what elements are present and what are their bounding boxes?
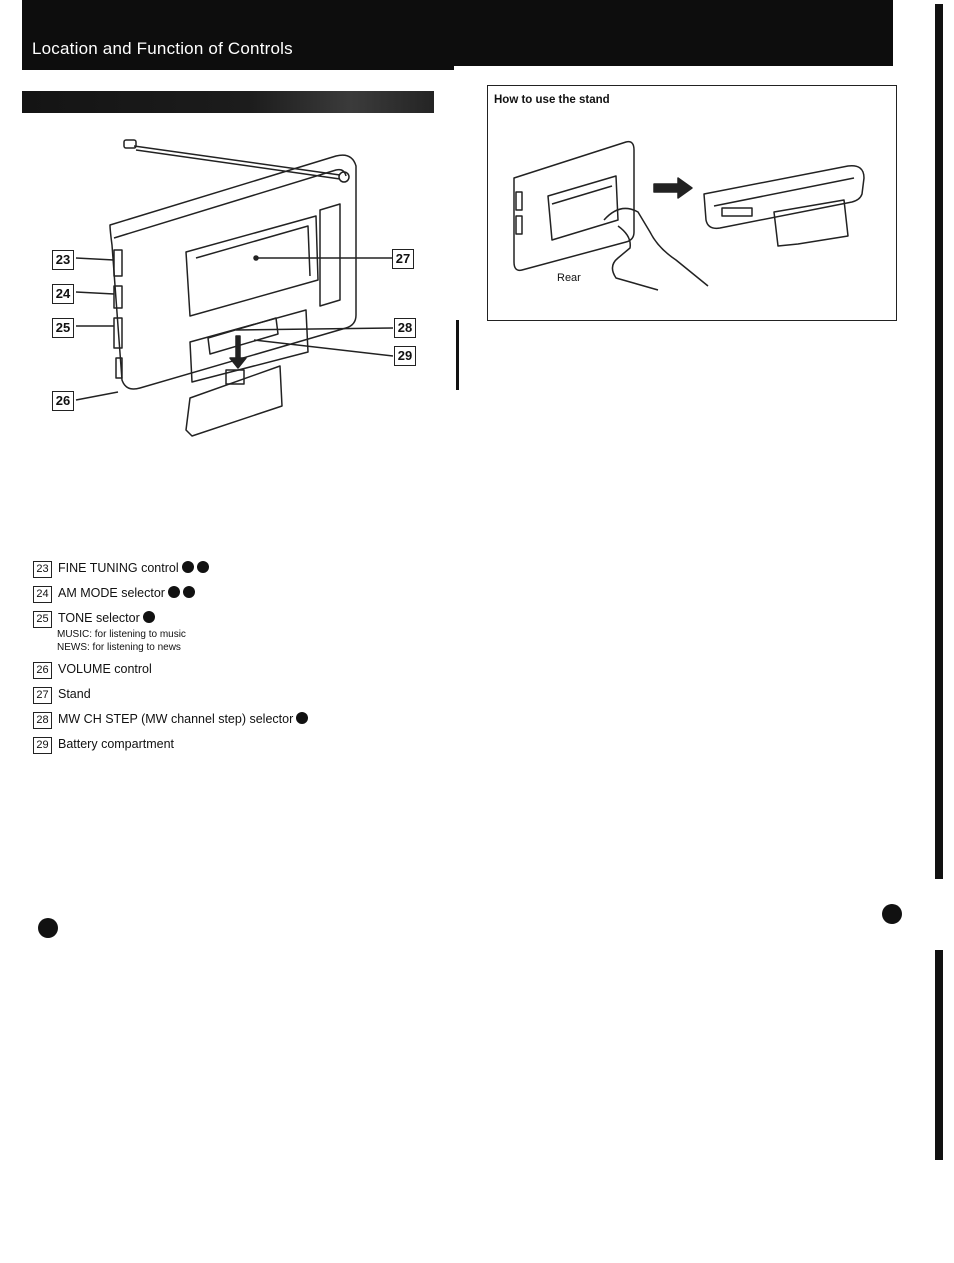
stand-usage-box: How to use the stand Rear: [487, 85, 897, 321]
legend-label: Stand: [58, 687, 91, 701]
legend-item-24: 24 AM MODE selector: [33, 585, 453, 603]
page-edge-mark: [935, 4, 943, 879]
legend-number: 23: [33, 561, 52, 578]
legend-number: 27: [33, 687, 52, 704]
page-title: Location and Function of Controls: [32, 39, 293, 58]
callout-24: 24: [52, 284, 74, 304]
legend-item-23: 23 FINE TUNING control: [33, 560, 453, 578]
legend-label: Battery compartment: [58, 737, 175, 751]
section-header-bar: [22, 91, 434, 113]
page-marker-dot: [882, 904, 902, 924]
rear-label: Rear: [557, 272, 581, 284]
callout-29: 29: [394, 346, 416, 366]
legend-sub-line: MUSIC: for listening to music: [57, 629, 186, 640]
callout-27: 27: [392, 249, 414, 269]
model-dot-icon: [181, 561, 194, 573]
legend-sub-line: NEWS: for listening to news: [57, 642, 181, 653]
legend-label: TONE selector: [58, 611, 140, 625]
legend-label: VOLUME control: [58, 662, 152, 676]
header-bar: [22, 0, 893, 66]
legend-item-25: 25 TONE selector MUSIC: for listening to …: [33, 610, 453, 654]
page-edge-mark: [935, 950, 943, 1160]
model-dot-icon: [296, 712, 309, 724]
legend-item-27: 27 Stand: [33, 686, 453, 704]
callout-26: 26: [52, 391, 74, 411]
legend-number: 26: [33, 662, 52, 679]
legend-number: 29: [33, 737, 52, 754]
legend-number: 28: [33, 712, 52, 729]
page-marker-dot: [38, 918, 58, 938]
legend-label: FINE TUNING control: [58, 561, 179, 575]
stand-illustration: [513, 140, 865, 291]
legend-label: AM MODE selector: [58, 586, 165, 600]
radio-rear-illustration: [75, 139, 394, 437]
legend-item-29: 29 Battery compartment: [33, 736, 453, 754]
legend-item-26: 26 VOLUME control: [33, 661, 453, 679]
model-dot-icon: [142, 611, 155, 623]
gutter-mark: [456, 320, 459, 390]
callout-23: 23: [52, 250, 74, 270]
model-dot-icon: [182, 586, 195, 598]
callout-28: 28: [394, 318, 416, 338]
legend-number: 25: [33, 611, 52, 628]
legend-item-28: 28 MW CH STEP (MW channel step) selector: [33, 711, 453, 729]
stand-box-title: How to use the stand: [494, 94, 610, 106]
legend-number: 24: [33, 586, 52, 603]
header-tab: [22, 58, 454, 70]
model-dot-icon: [167, 586, 180, 598]
controls-legend: 23 FINE TUNING control 24 AM MODE selector…: [33, 560, 453, 761]
model-dot-icon: [196, 561, 209, 573]
legend-label: MW CH STEP (MW channel step) selector: [58, 712, 294, 726]
callout-25: 25: [52, 318, 74, 338]
